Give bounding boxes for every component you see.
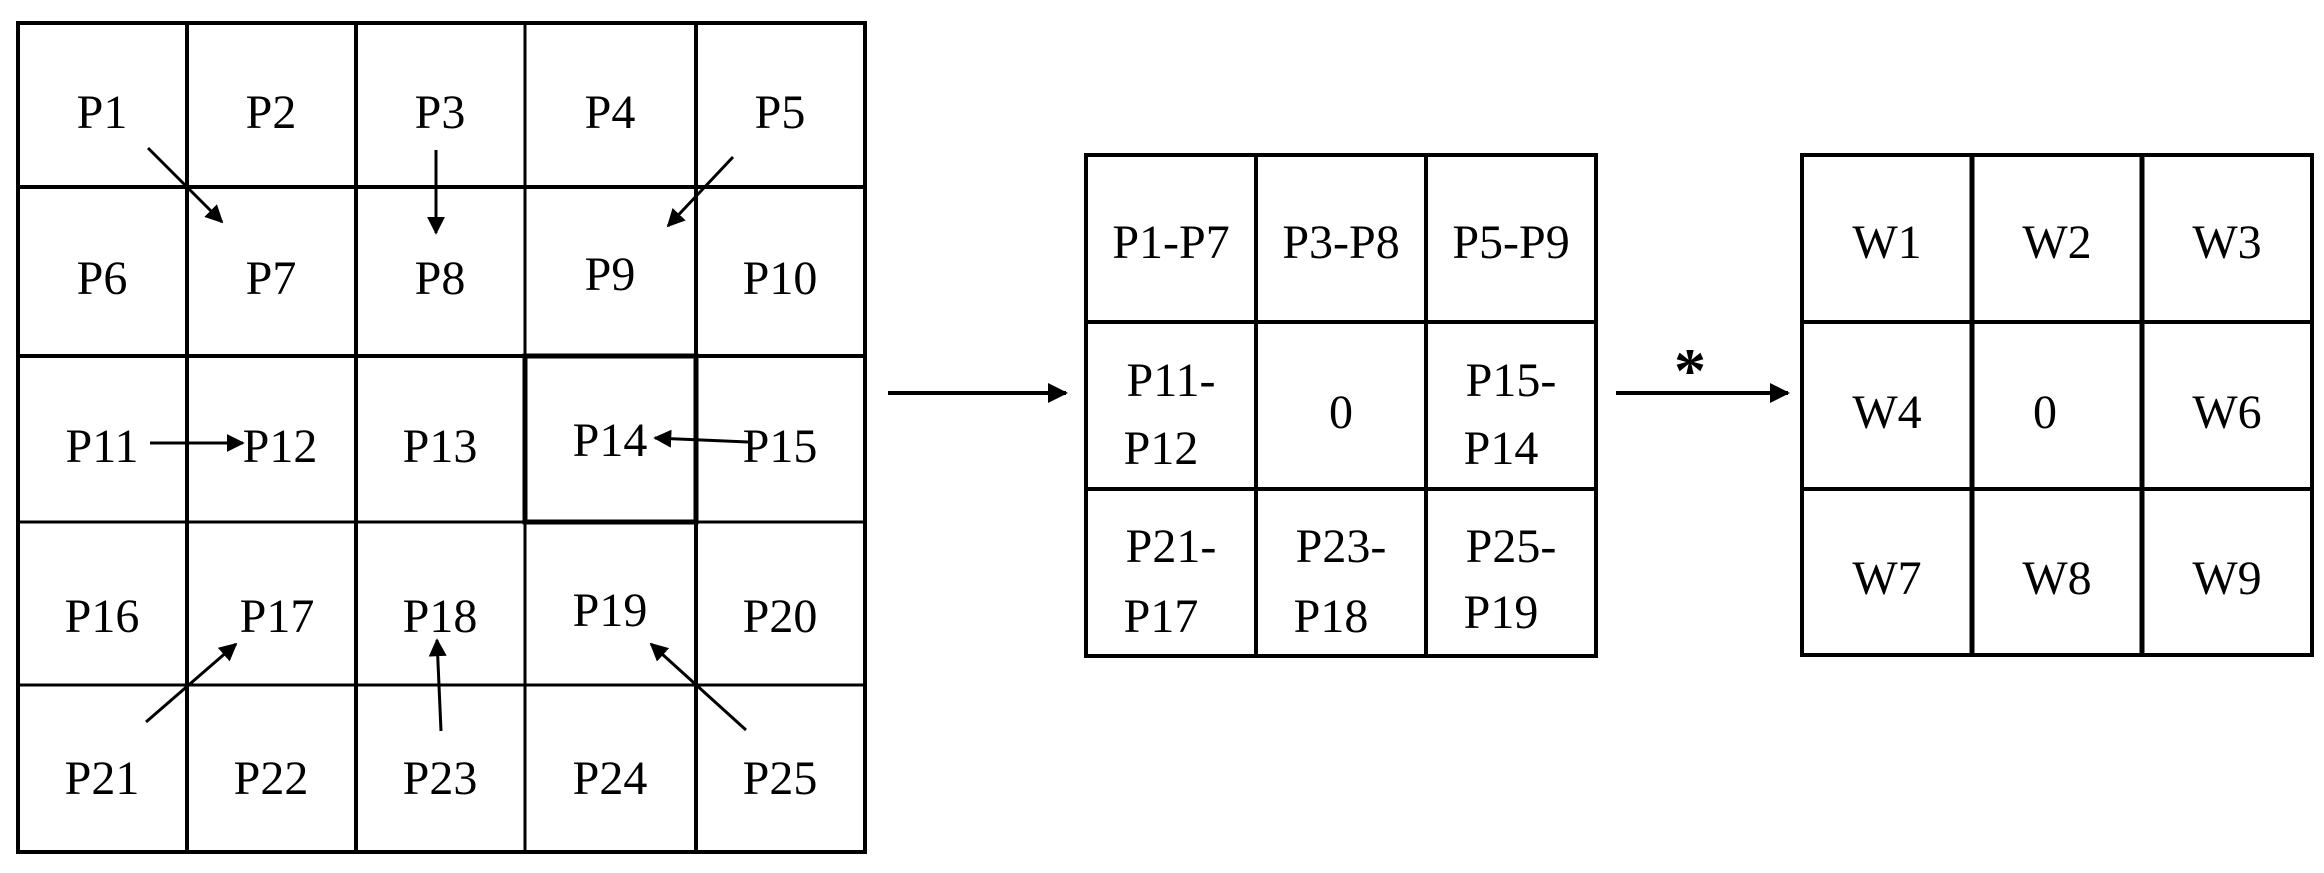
arrow-p5-to-p9 xyxy=(666,155,735,228)
cell-p22: P22 xyxy=(234,752,309,805)
input-grid xyxy=(16,21,867,854)
cell-p21: P21 xyxy=(65,752,140,805)
arrow-p15-to-p14 xyxy=(653,429,749,448)
input-grid-labels: P1 P2 P3 P4 P5 P6 P7 P8 P9 P10 P11 P12 P… xyxy=(65,86,818,805)
cell-p23: P23 xyxy=(403,752,478,805)
weight-grid-labels: W1 W2 W3 W4 0 W6 W7 W8 W9 xyxy=(1852,216,2261,605)
cell-p8: P8 xyxy=(415,252,466,305)
weight-grid xyxy=(1800,153,2314,657)
diff-cell-8-line1: P23- xyxy=(1296,520,1387,573)
difference-grid xyxy=(1084,153,1598,658)
diff-cell-3: P5-P9 xyxy=(1452,216,1569,269)
difference-grid-labels: P1-P7 P3-P8 P5-P9 P11- P12 0 P15- P14 P2… xyxy=(1112,216,1569,643)
cell-p2: P2 xyxy=(246,86,297,139)
cell-p14: P14 xyxy=(573,414,648,467)
diff-cell-7-line1: P21- xyxy=(1126,520,1217,573)
weight-w7: W7 xyxy=(1852,552,1921,605)
cell-p6: P6 xyxy=(77,252,128,305)
cell-p25: P25 xyxy=(743,752,818,805)
cell-p15: P15 xyxy=(743,420,818,473)
weight-center-zero: 0 xyxy=(2033,386,2057,439)
weight-w9: W9 xyxy=(2192,552,2261,605)
diff-cell-2: P3-P8 xyxy=(1282,216,1399,269)
diff-cell-7-line2: P17 xyxy=(1124,590,1199,643)
diff-cell-8-line2: P18 xyxy=(1294,590,1369,643)
weight-w1: W1 xyxy=(1852,216,1921,269)
cell-p5: P5 xyxy=(755,86,806,139)
cell-p4: P4 xyxy=(585,86,636,139)
diff-cell-9-line2: P19 xyxy=(1464,586,1539,639)
diff-cell-6-line2: P14 xyxy=(1464,422,1539,475)
cell-p1: P1 xyxy=(77,86,128,139)
cell-p20: P20 xyxy=(743,590,818,643)
cell-p19: P19 xyxy=(573,584,648,637)
arrow-p23-to-p18 xyxy=(428,638,447,732)
diff-cell-4-line2: P12 xyxy=(1124,422,1199,475)
cell-p17: P17 xyxy=(240,590,315,643)
cell-p16: P16 xyxy=(65,590,140,643)
diff-cell-6-line1: P15- xyxy=(1466,354,1557,407)
weight-w3: W3 xyxy=(2192,216,2261,269)
cell-p24: P24 xyxy=(573,752,648,805)
weight-w6: W6 xyxy=(2192,386,2261,439)
arrow-p1-to-p7 xyxy=(146,146,224,224)
cell-p3: P3 xyxy=(415,86,466,139)
cell-p12: P12 xyxy=(243,420,318,473)
diff-cell-4-line1: P11- xyxy=(1127,354,1216,407)
weight-w2: W2 xyxy=(2022,216,2091,269)
convolution-operator: * xyxy=(1674,335,1706,406)
neighbor-arrows xyxy=(145,146,749,732)
cell-p7: P7 xyxy=(246,252,297,305)
cell-p18: P18 xyxy=(403,590,478,643)
arrow-p21-to-p17 xyxy=(145,642,238,724)
diff-cell-9-line1: P25- xyxy=(1466,520,1557,573)
weight-w4: W4 xyxy=(1852,386,1921,439)
cell-p10: P10 xyxy=(743,252,818,305)
diff-cell-1: P1-P7 xyxy=(1112,216,1229,269)
weight-w8: W8 xyxy=(2022,552,2091,605)
arrow-p25-to-p19 xyxy=(649,642,748,732)
diff-cell-5: 0 xyxy=(1329,386,1353,439)
cell-p13: P13 xyxy=(403,420,478,473)
cell-p9: P9 xyxy=(585,248,636,301)
cell-p11: P11 xyxy=(66,420,139,473)
